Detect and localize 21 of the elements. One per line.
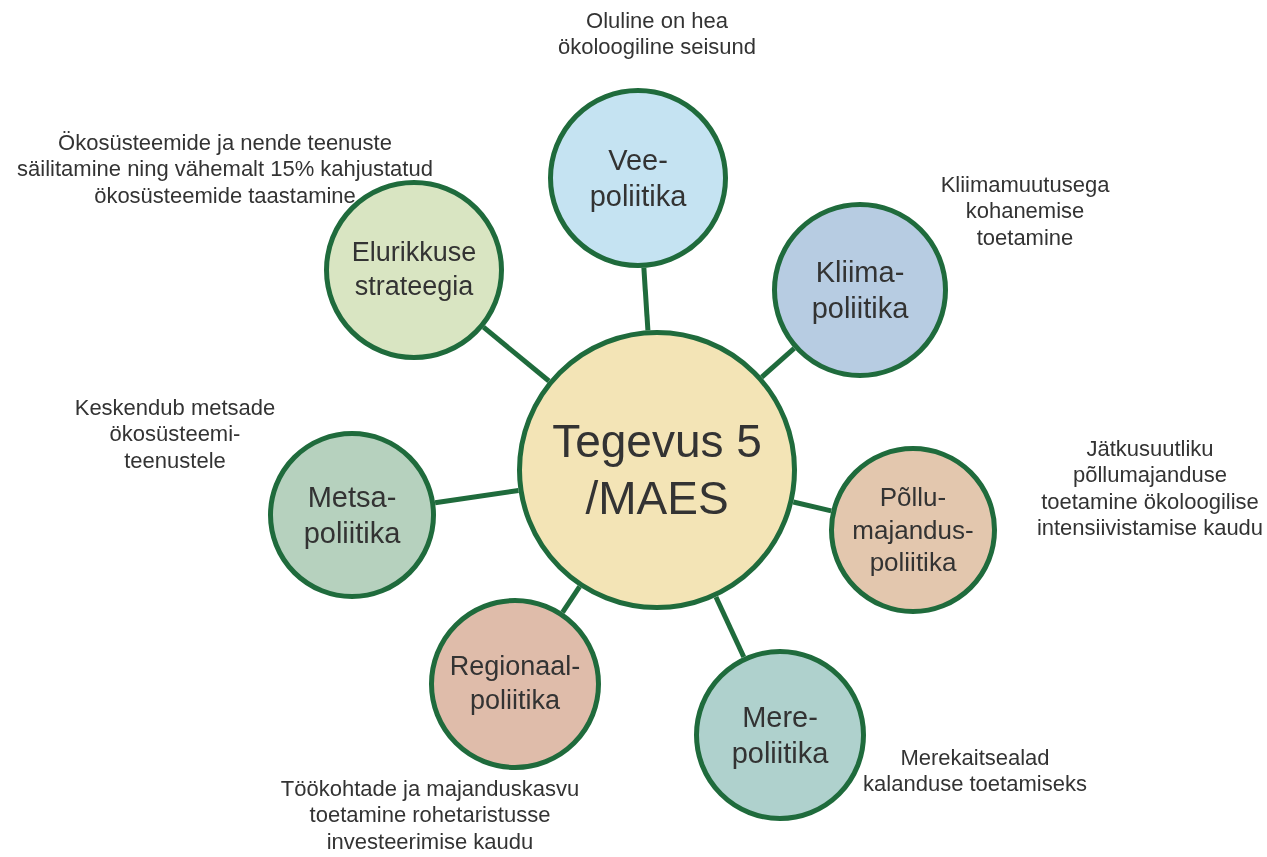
connector-line xyxy=(481,325,551,383)
connector-line xyxy=(560,585,582,614)
connector-line xyxy=(760,346,796,379)
annotation-text: Jätkusuutliku põllumajanduse toetamine ökoloogilise intensiivistamise kaudu xyxy=(1035,436,1265,542)
node-label: Tegevus 5 /MAES xyxy=(551,413,763,526)
connector-line xyxy=(641,267,651,331)
node-label: Mere-poliitika xyxy=(730,699,830,771)
annotation-text: Ökosüsteemide ja nende teenuste säilitamine ning vähemalt 15% kahjustatud ökosüsteemide taastamine xyxy=(16,130,434,210)
node-label: Põllu-majandus-poliitika xyxy=(851,481,975,579)
node-label: Vee-poliitika xyxy=(588,142,688,214)
node-label: Elurikkuse strateegia xyxy=(350,236,478,303)
node-label: Kliima-poliitika xyxy=(810,254,910,326)
annotation-text: Kliimamuutusega kohanemise toetamine xyxy=(939,172,1111,252)
connector-line xyxy=(434,487,519,506)
annotation-text: Töökohtade ja majanduskasvu toetamine rohetaristusse investeerimise kaudu xyxy=(279,776,581,856)
annotation-text: Merekaitsealad kalanduse toetamiseks xyxy=(862,745,1088,798)
connector-line xyxy=(713,595,747,659)
annotation-text: Oluline on hea ökoloogiline seisund xyxy=(556,8,758,61)
node-label: Regionaal-poliitika xyxy=(448,650,582,717)
node-label: Metsa-poliitika xyxy=(302,479,402,551)
annotation-text: Keskendub metsade ökosüsteemi-teenustele xyxy=(73,395,277,475)
